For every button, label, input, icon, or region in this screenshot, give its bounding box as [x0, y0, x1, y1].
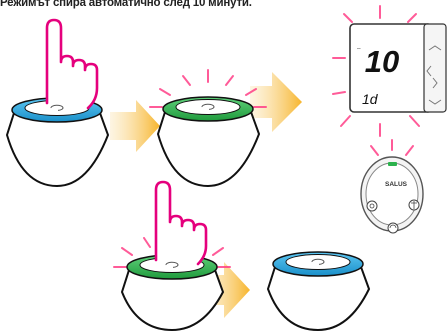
round-controller: [360, 156, 424, 234]
thermostat-glow-rays: [332, 5, 420, 137]
controller-glow-rays: [370, 139, 414, 156]
controller-led: [388, 162, 397, 166]
button-device-green-3: [120, 254, 225, 331]
button-device-blue-4: [266, 251, 371, 331]
display-bottom-value: 1d: [362, 91, 379, 107]
brand-logo: SALUS: [385, 181, 408, 188]
display-top-value: 10: [365, 44, 399, 79]
glow-rays-3: [113, 237, 231, 268]
pressing-hand-icon-1: [45, 18, 99, 110]
button-device-green-2: [156, 96, 261, 188]
glow-rays-2: [149, 69, 267, 108]
arrow-2: [250, 72, 302, 132]
pressing-hand-icon-3: [154, 180, 208, 266]
arrow-1: [110, 100, 160, 152]
controller-bottom-button-icon: [387, 222, 399, 234]
wifi-indicator-icon: ⌔: [356, 48, 362, 54]
button-device-blue-1: [5, 97, 110, 188]
thermostat-display: ⌔: [349, 23, 447, 113]
instruction-caption: Режимът спира автоматично след 10 минути…: [0, 0, 252, 9]
controller-left-button-icon: [366, 200, 378, 212]
